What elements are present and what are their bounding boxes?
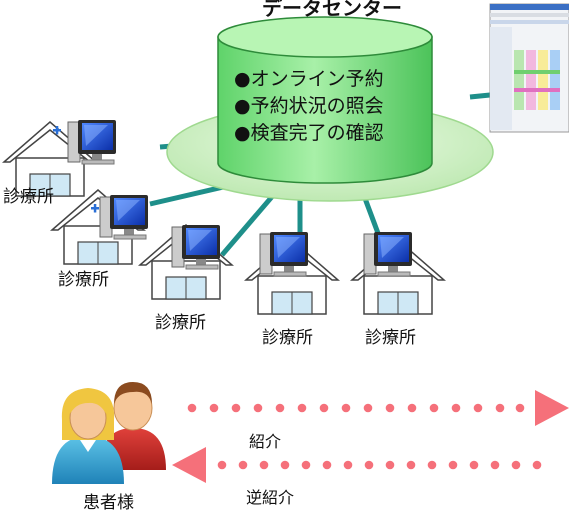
computer-icon xyxy=(363,231,413,277)
clinic-label: 診療所 xyxy=(155,313,206,333)
reverse-referral-arrow xyxy=(172,447,542,483)
patient-label: 患者様 xyxy=(83,493,134,513)
referral-arrow xyxy=(187,390,569,426)
clinic-label: 診療所 xyxy=(365,328,416,348)
screenshot-thumbnail xyxy=(489,3,569,133)
service-exam-complete: ●検査完了の確認 xyxy=(234,122,384,144)
service-reservation-status: ●予約状況の照会 xyxy=(234,95,384,117)
computer-icon xyxy=(99,194,149,240)
database-cylinder-icon xyxy=(217,16,433,184)
computer-icon xyxy=(259,231,309,277)
reverse-referral-label: 逆紹介 xyxy=(246,488,295,507)
clinic-label: 診療所 xyxy=(262,328,313,348)
service-online-reservation: ●オンライン予約 xyxy=(234,68,384,90)
referral-label: 紹介 xyxy=(249,432,282,451)
computer-icon xyxy=(67,119,117,165)
clinic-label: 診療所 xyxy=(58,270,109,290)
patients-icon xyxy=(52,382,166,484)
datacenter-title: データセンター xyxy=(262,0,402,20)
clinic-label: 診療所 xyxy=(3,187,54,207)
